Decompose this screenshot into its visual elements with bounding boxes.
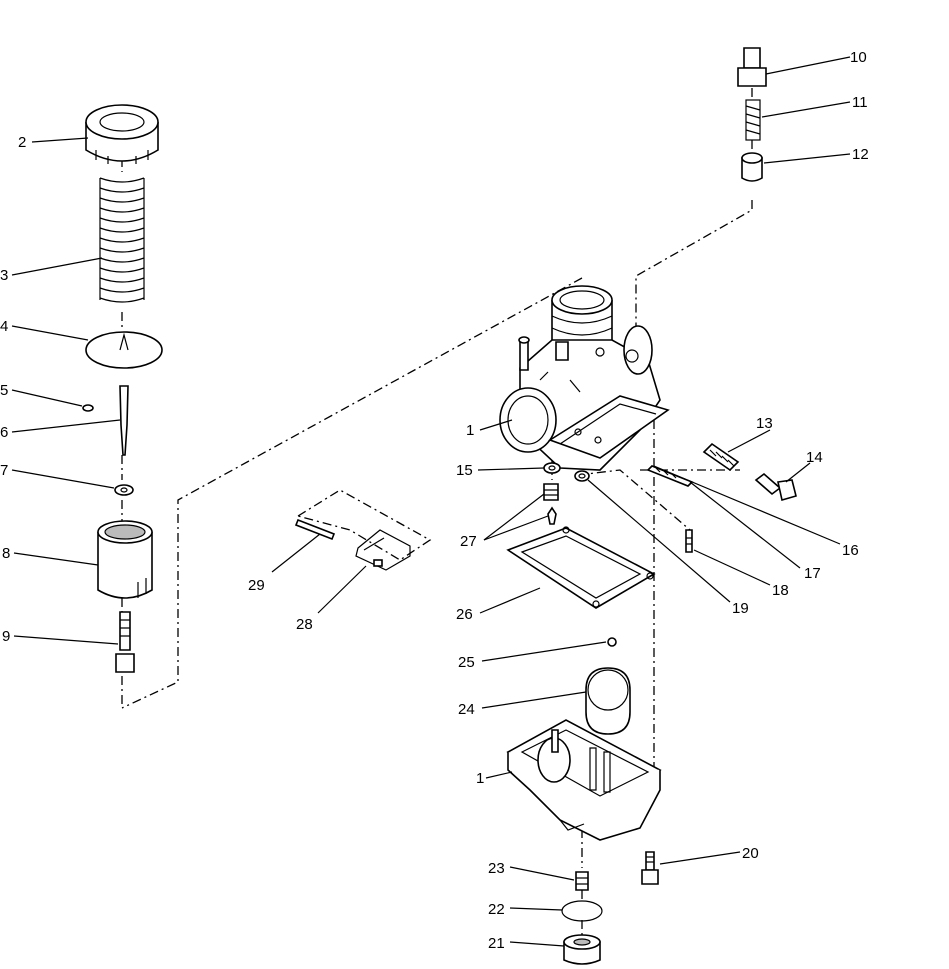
part-25-ball	[607, 637, 617, 647]
part-29-pin	[294, 518, 336, 541]
label-28: 28	[296, 616, 313, 633]
label-15: 15	[456, 462, 473, 479]
part-2-cap	[85, 104, 159, 164]
part-1-carburetor-body	[499, 285, 670, 471]
label-8: 8	[2, 545, 10, 562]
label-4: 4	[0, 318, 8, 335]
label-23: 23	[488, 860, 505, 877]
label-14: 14	[806, 449, 823, 466]
label-5: 5	[0, 382, 8, 399]
part-11-spring	[745, 99, 761, 141]
part-6-needle	[119, 385, 129, 456]
part-1-float-bowl	[506, 719, 662, 841]
label-19: 19	[732, 600, 749, 617]
part-18-pilot-jet	[685, 529, 693, 553]
label-20: 20	[742, 845, 759, 862]
label-25: 25	[458, 654, 475, 671]
part-19-washer	[574, 470, 590, 482]
part-15-jet	[543, 462, 561, 474]
part-5-clip	[82, 404, 94, 412]
part-labels: 2 3 4 5 6 7 8 9 10 11 12 1 13 14 15 16 1…	[0, 49, 869, 952]
part-14-screw	[754, 472, 797, 502]
label-29: 29	[248, 577, 265, 594]
part-7-washer	[114, 484, 134, 496]
label-18: 18	[772, 582, 789, 599]
label-27: 27	[460, 533, 477, 550]
label-24: 24	[458, 701, 475, 718]
part-8-slide	[97, 520, 153, 599]
part-26-gasket	[506, 526, 656, 609]
label-1-body: 1	[466, 422, 474, 439]
part-23-main-jet	[575, 871, 589, 891]
assembly-lines	[121, 88, 753, 935]
part-3-spring	[99, 172, 145, 308]
leader-lines	[11, 56, 851, 947]
label-10: 10	[850, 49, 867, 66]
label-26: 26	[456, 606, 473, 623]
part-21-drain-plug	[563, 934, 601, 965]
label-22: 22	[488, 901, 505, 918]
part-13-spring	[702, 442, 740, 472]
part-28-float-arm	[355, 529, 411, 571]
part-4-plate	[85, 331, 163, 369]
part-27-float-valve	[543, 483, 559, 525]
label-3: 3	[0, 267, 8, 284]
part-9-needle-jet	[115, 611, 135, 673]
label-17: 17	[804, 565, 821, 582]
label-21: 21	[488, 935, 505, 952]
label-1-bowl: 1	[476, 770, 484, 787]
label-11: 11	[852, 94, 868, 111]
label-13: 13	[756, 415, 773, 432]
label-16: 16	[842, 542, 859, 559]
label-7: 7	[0, 462, 8, 479]
part-20-screw	[641, 851, 659, 885]
label-12: 12	[852, 146, 869, 163]
label-9: 9	[2, 628, 10, 645]
part-24-float	[585, 667, 631, 735]
part-22-o-ring	[561, 900, 603, 922]
label-2: 2	[18, 134, 26, 151]
label-6: 6	[0, 424, 8, 441]
part-12-cap	[741, 152, 763, 182]
part-10-fitting	[737, 47, 767, 87]
